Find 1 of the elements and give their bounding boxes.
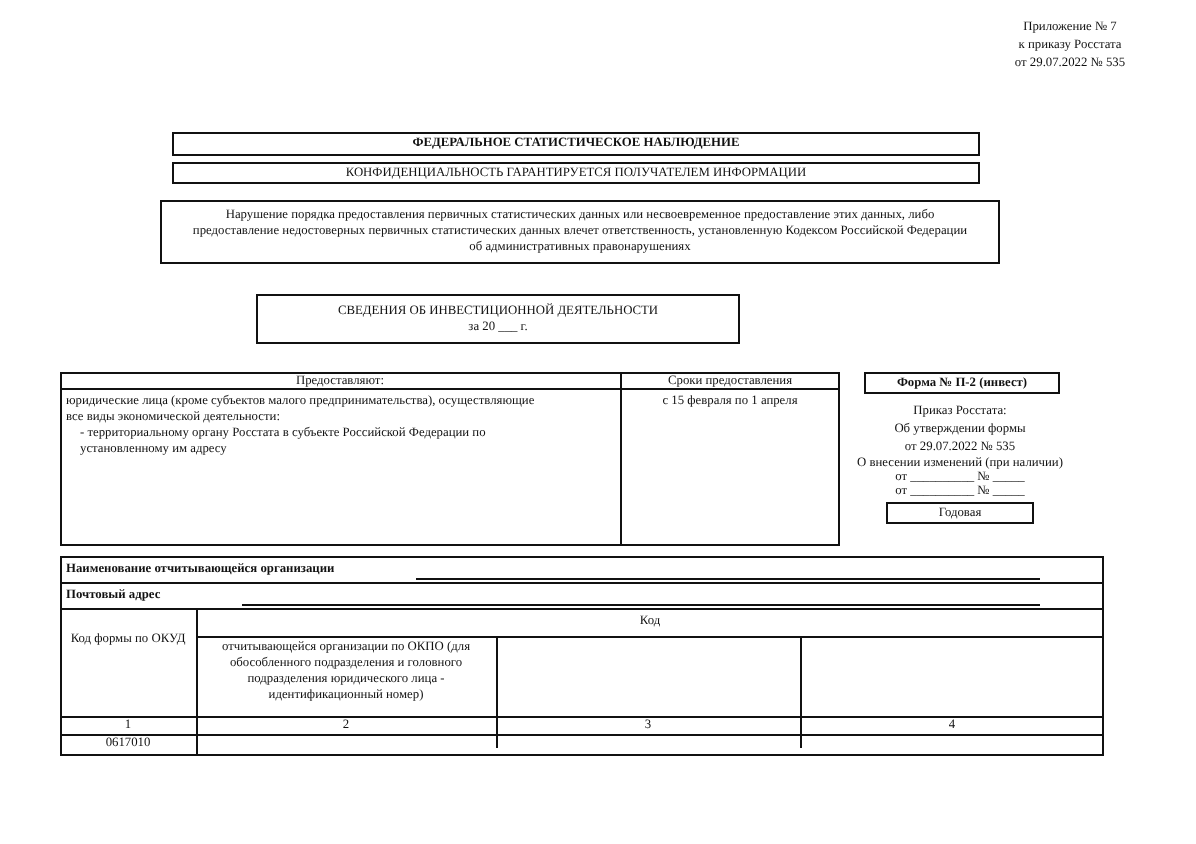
- title-box: [256, 294, 740, 344]
